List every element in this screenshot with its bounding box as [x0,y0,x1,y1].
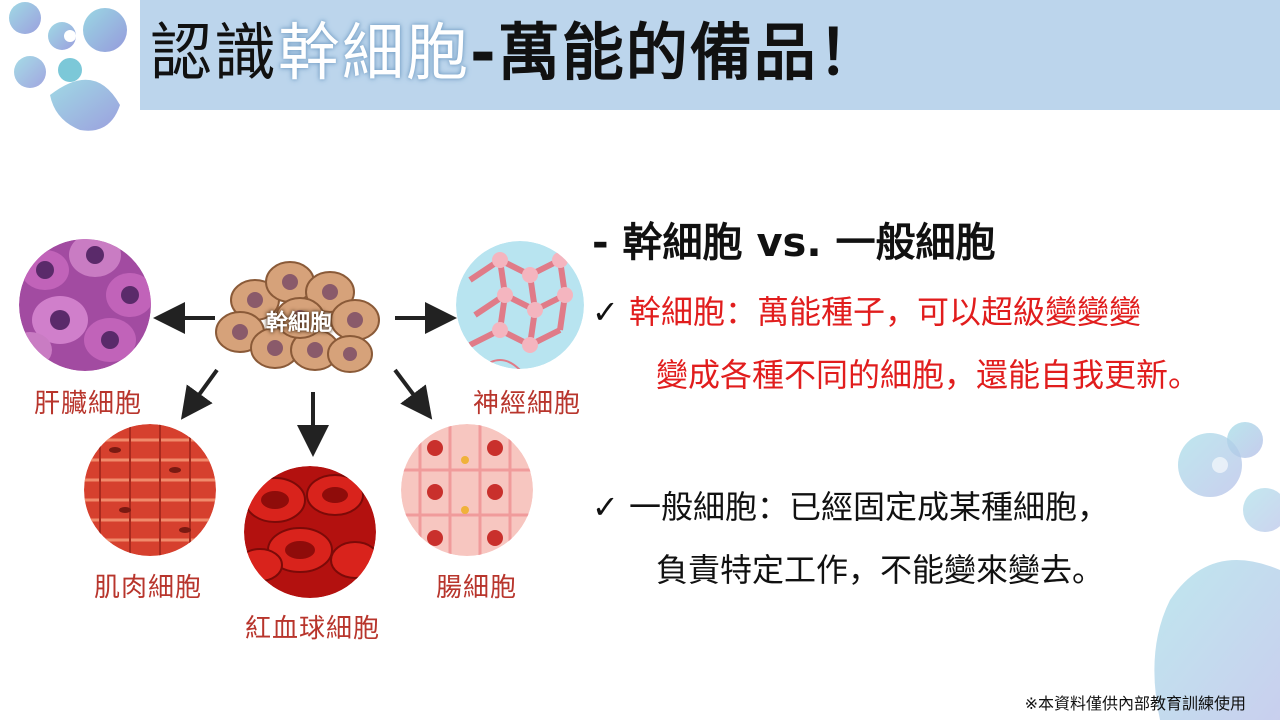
liver-cell-image [19,239,151,371]
muscle-cell-label: 肌肉細胞 [94,573,203,603]
cell-diagram [19,239,584,598]
comparison-heading: - 幹細胞 vs. 一般細胞 [592,220,996,266]
normal-cell-line-2: 負責特定工作，不能變來變去。 [656,551,1105,589]
nerve-cell-label: 神經細胞 [473,389,582,419]
page-title: 認識幹細胞-萬能的備品！ [150,8,882,98]
nerve-cell-image [456,241,584,369]
molecule-decoration-bottom-right [1154,422,1280,720]
normal-cell-desc-1: 一般細胞：已經固定成某種細胞， [628,488,1109,526]
stem-cell-line-1: ✓ 幹細胞：萬能種子，可以超級變變變 [592,287,1141,333]
muscle-cell-image [84,424,216,556]
stem-cell-cluster [215,261,380,373]
rbc-image [244,466,376,598]
stem-cell-label: 幹細胞 [266,311,333,336]
check-icon: ✓ [592,488,619,526]
intestine-cell-label: 腸細胞 [436,573,518,603]
title-part-2: 幹細胞 [278,16,471,89]
intestine-cell-image [401,424,533,556]
rbc-label: 紅血球細胞 [245,614,381,644]
title-part-3: -萬能的備品！ [470,16,882,89]
title-bar [140,0,1280,110]
stem-cell-desc-1: 幹細胞：萬能種子，可以超級變變變 [628,293,1141,331]
stem-cell-line-2: 變成各種不同的細胞，還能自我更新。 [656,356,1201,394]
footer-note: ※本資料僅供內部教育訓練使用 [1024,694,1246,713]
title-part-1: 認識 [150,16,279,89]
liver-cell-label: 肝臟細胞 [34,389,143,419]
normal-cell-line-1: ✓ 一般細胞：已經固定成某種細胞， [592,482,1109,528]
check-icon: ✓ [592,293,619,331]
molecule-decoration-top-left [9,2,127,131]
